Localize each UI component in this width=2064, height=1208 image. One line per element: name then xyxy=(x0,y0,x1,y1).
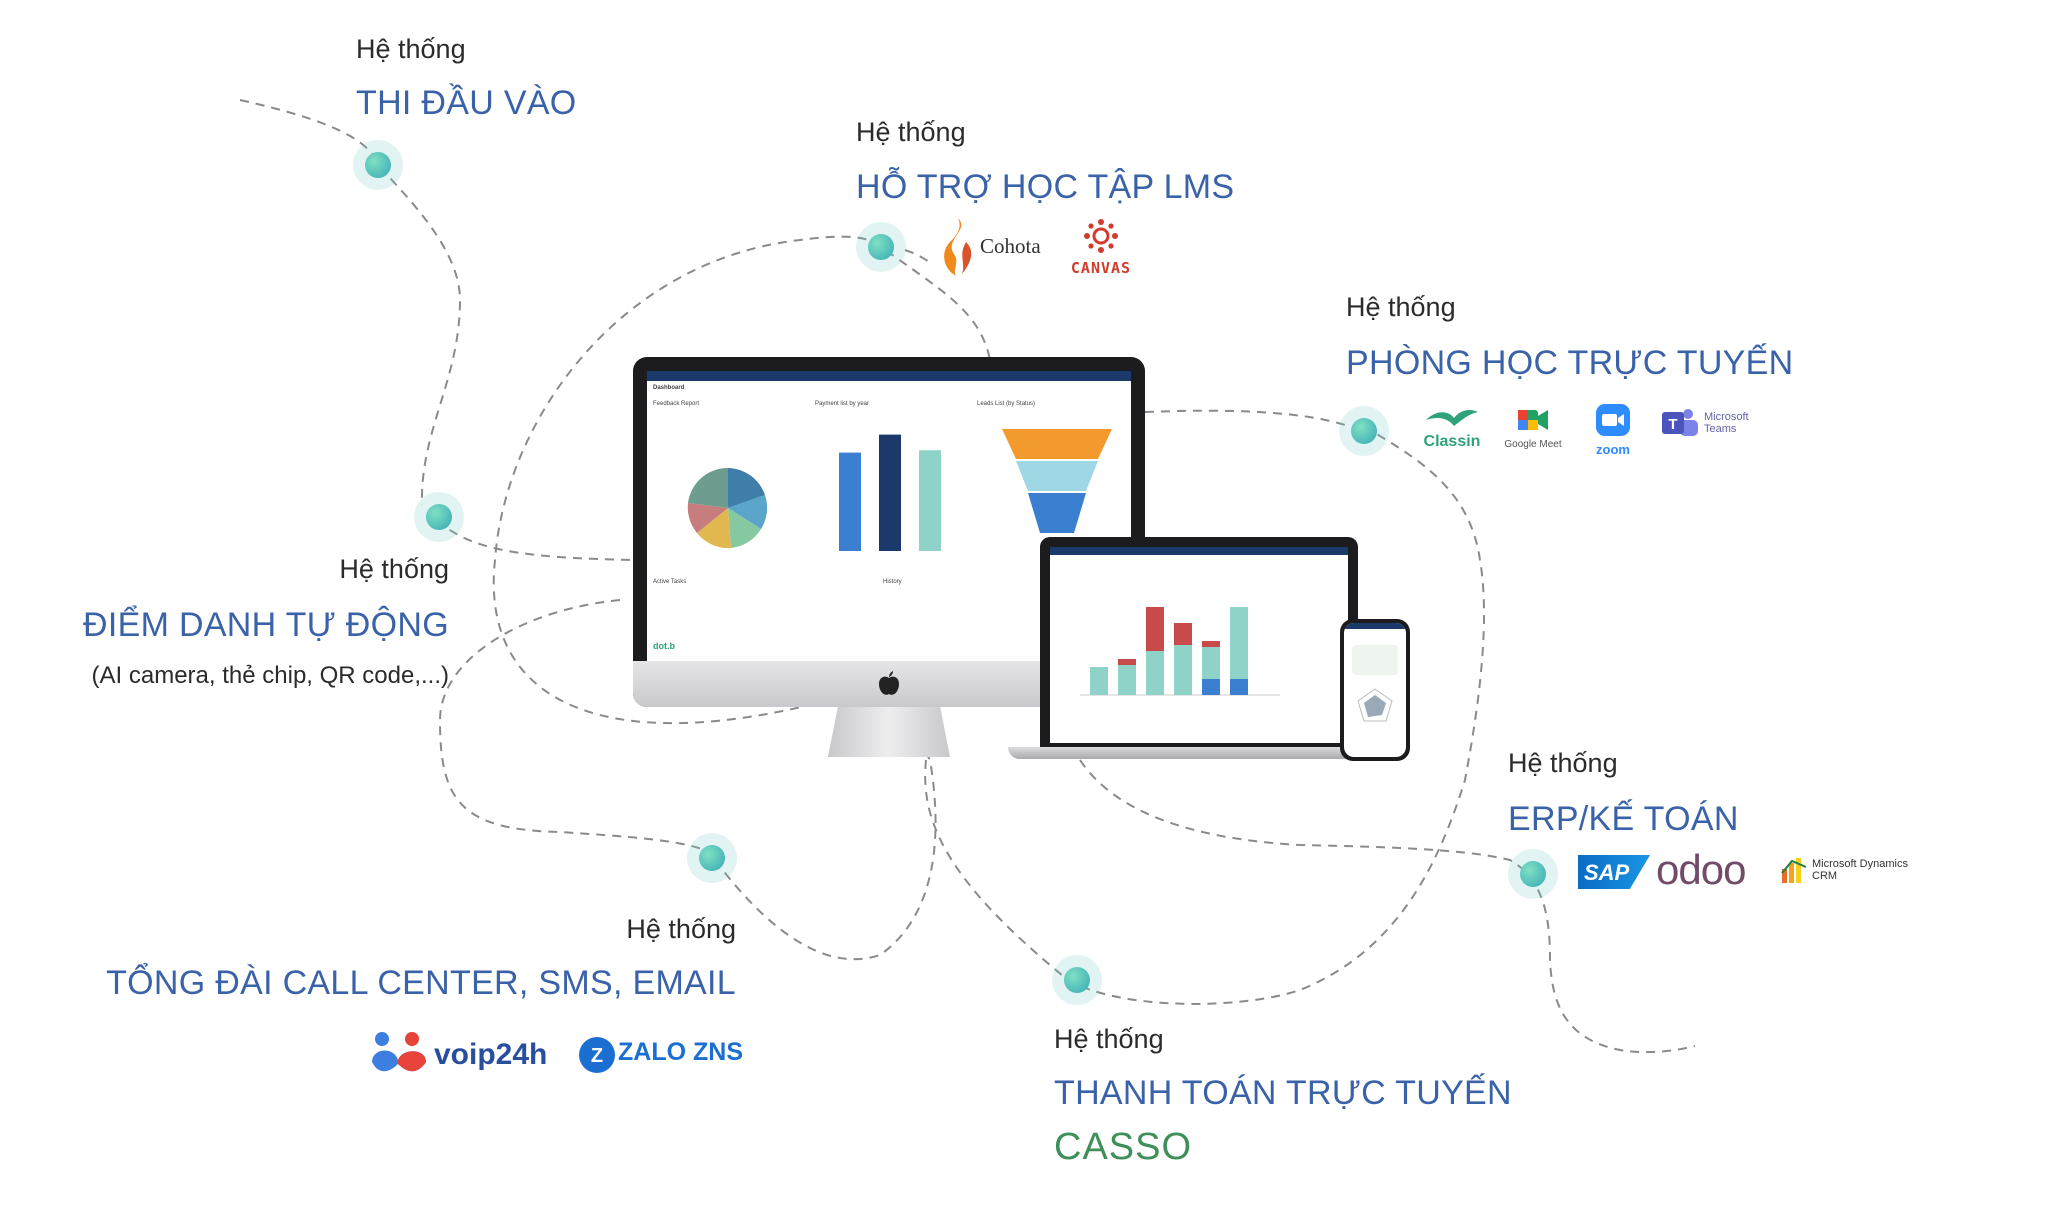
line-entrance xyxy=(239,99,462,506)
zoom-logo-text: zoom xyxy=(1596,442,1630,457)
panel-leads: Leads List (by Status) xyxy=(977,401,1036,407)
lms-title: HỖ TRỢ HỌC TẬP LMS xyxy=(856,168,1235,206)
zoom-logo: zoom xyxy=(1583,403,1643,457)
phone-device xyxy=(1340,619,1410,761)
sap-logo-text: SAP xyxy=(1584,860,1630,885)
dynamics-chart-icon xyxy=(1781,858,1807,883)
attendance-title: ĐIỂM DANH TỰ ĐỘNG xyxy=(83,606,449,644)
leads-funnel-chart xyxy=(1002,429,1112,533)
canvas-logo-text: CANVAS xyxy=(1070,259,1132,277)
payment-bar-chart xyxy=(839,434,941,551)
dashboard-nav xyxy=(647,371,1131,381)
cohota-logo: Cohota xyxy=(940,216,1041,283)
dynamics-logo-text: Microsoft Dynamics CRM xyxy=(1812,858,1908,882)
phone-nav xyxy=(1344,623,1406,629)
canvas-logo: CANVAS xyxy=(1066,218,1136,277)
imac-stand xyxy=(828,707,950,757)
node-call-center xyxy=(687,833,737,883)
panel-feedback: Feedback Report xyxy=(653,401,700,407)
voip24h-logo-text: voip24h xyxy=(434,1038,548,1071)
classin-bird-icon xyxy=(1426,410,1478,426)
svg-text:T: T xyxy=(1668,416,1677,433)
zalo-zns-logo: Z ZALO ZNS xyxy=(578,1036,743,1079)
entrance-prefix: Hệ thống xyxy=(356,34,466,64)
call-center-title: TỔNG ĐÀI CALL CENTER, SMS, EMAIL xyxy=(106,964,736,1002)
apple-logo-icon xyxy=(879,671,899,695)
line-online-class xyxy=(1144,409,1346,426)
node-lms xyxy=(856,222,906,272)
payment-bar xyxy=(879,434,901,551)
laptop-stacked-bar-chart xyxy=(1080,607,1280,696)
payment-prefix: Hệ thống xyxy=(1054,1024,1164,1054)
payment-bar xyxy=(839,452,861,551)
line-callcenter xyxy=(438,599,711,854)
zalo-icon: Z xyxy=(579,1037,615,1073)
flame-icon xyxy=(944,218,972,276)
lms-prefix: Hệ thống xyxy=(856,117,966,147)
casso-logo: CASSO xyxy=(1054,1126,1193,1168)
panel-payment: Payment list by year xyxy=(815,401,870,407)
laptop-base xyxy=(1008,747,1390,759)
node-erp xyxy=(1508,849,1558,899)
zalo-zns-logo-text: ZALO ZNS xyxy=(618,1038,743,1066)
dashboard-title: Dashboard xyxy=(653,385,685,391)
feedback-pie-chart xyxy=(687,467,768,549)
node-online-class xyxy=(1339,406,1389,456)
panel-history: History xyxy=(883,579,902,585)
line-callcenter-loop xyxy=(714,717,937,961)
classin-logo-text: Classin xyxy=(1423,433,1481,450)
online-class-prefix: Hệ thống xyxy=(1346,292,1456,322)
line-payment xyxy=(924,429,1486,1005)
teams-icon: T xyxy=(1662,409,1698,436)
online-class-title: PHÒNG HỌC TRỰC TUYẾN xyxy=(1346,344,1794,382)
voip24h-people-icon xyxy=(372,1032,426,1072)
laptop-screen xyxy=(1050,547,1348,743)
zoom-camera-icon xyxy=(1596,404,1630,436)
laptop-device xyxy=(1040,537,1358,747)
voip24h-logo: voip24h xyxy=(368,1030,547,1079)
laptop-nav xyxy=(1050,547,1348,555)
classin-logo: Classin xyxy=(1420,406,1484,451)
panel-active-tasks: Active Tasks xyxy=(653,579,687,585)
teams-logo: T Microsoft Teams xyxy=(1660,406,1749,445)
phone-radar-chart xyxy=(1357,688,1393,722)
node-entrance xyxy=(353,140,403,190)
phone-card xyxy=(1352,645,1398,675)
node-payment xyxy=(1052,955,1102,1005)
teams-logo-text: Microsoft Teams xyxy=(1704,411,1749,435)
google-meet-logo-text: Google Meet xyxy=(1504,439,1562,450)
odoo-logo: odoo xyxy=(1656,846,1746,893)
cohota-logo-text: Cohota xyxy=(980,234,1041,258)
dotb-brand: dot.b xyxy=(653,641,675,651)
payment-title: THANH TOÁN TRỰC TUYẾN xyxy=(1054,1074,1512,1112)
dynamics-logo: Microsoft Dynamics CRM xyxy=(1780,855,1908,890)
attendance-prefix: Hệ thống xyxy=(339,554,449,584)
erp-title: ERP/KẾ TOÁN xyxy=(1508,800,1739,838)
call-center-prefix: Hệ thống xyxy=(626,914,736,944)
google-meet-logo: Google Meet xyxy=(1500,406,1566,450)
svg-text:Z: Z xyxy=(591,1045,603,1067)
entrance-title: THI ĐẦU VÀO xyxy=(356,84,577,122)
line-lms xyxy=(492,235,991,725)
attendance-subtitle: (AI camera, thẻ chip, QR code,...) xyxy=(91,662,449,689)
canvas-icon xyxy=(1084,219,1118,253)
line-attendance-screen xyxy=(436,519,637,561)
erp-prefix: Hệ thống xyxy=(1508,748,1618,778)
phone-screen xyxy=(1344,623,1406,757)
payment-bar xyxy=(919,450,941,551)
line-erp xyxy=(1079,759,1696,1054)
node-attendance xyxy=(414,492,464,542)
line-lms-tail xyxy=(904,249,933,266)
google-meet-icon xyxy=(1518,410,1548,430)
